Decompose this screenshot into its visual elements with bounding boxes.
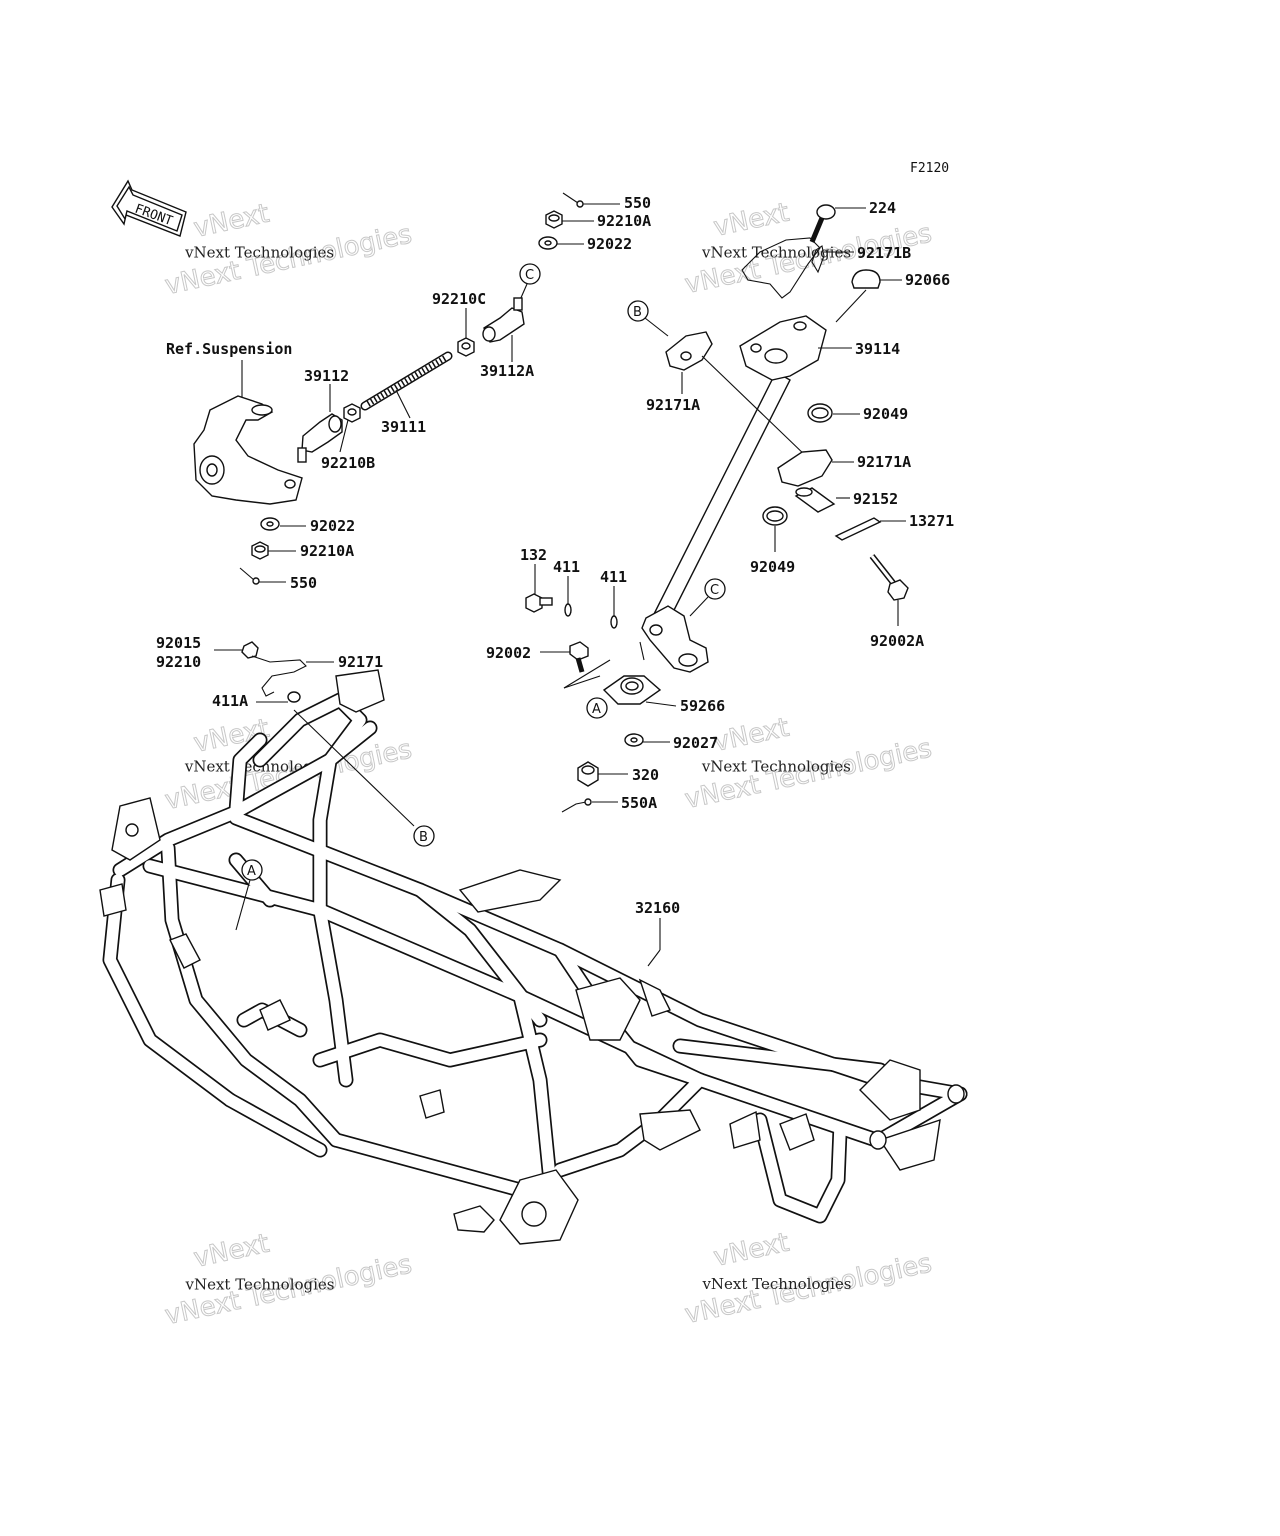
label-92022-top: 92022 [587, 235, 632, 253]
label-92002: 92002 [486, 644, 531, 662]
marker-a-frame: A [235, 859, 263, 931]
label-92210a-top: 92210A [597, 212, 651, 230]
label-92002a: 92002A [870, 632, 924, 650]
washer-92022-top [538, 236, 584, 250]
svg-text:vNext: vNext [191, 1229, 272, 1274]
cable-92171 [251, 655, 334, 697]
watermark-bottom-right: vNext vNext Technologies vNext Technolog… [682, 1227, 935, 1330]
label-92210b: 92210B [321, 454, 375, 472]
label-320: 320 [632, 766, 659, 784]
clip-92171b [811, 245, 854, 274]
svg-text:C: C [525, 268, 534, 283]
label-92210: 92210 [156, 653, 201, 671]
svg-text:B: B [633, 305, 642, 320]
steering-shaft-39114 [639, 237, 827, 673]
nut-92210a-top [545, 210, 594, 229]
label-92049-upper: 92049 [863, 405, 908, 423]
svg-text:vNext Technologies: vNext Technologies [184, 244, 334, 262]
nut-92210a-bottom [251, 541, 296, 560]
nut-92210c [457, 308, 475, 357]
label-92171: 92171 [338, 653, 383, 671]
label-92066: 92066 [905, 271, 950, 289]
svg-text:vNext: vNext [191, 199, 272, 244]
clamp-92171a-lower [777, 449, 854, 487]
washer-92022-bottom [260, 517, 306, 531]
label-550-bottom: 550 [290, 574, 317, 592]
bolt-224 [809, 204, 866, 243]
label-550a: 550A [621, 794, 657, 812]
label-92152: 92152 [853, 490, 898, 508]
marker-c-tierod: C [519, 263, 541, 301]
main-frame-32160 [99, 669, 968, 1245]
label-92027: 92027 [673, 734, 718, 752]
label-39112a: 39112A [480, 362, 534, 380]
label-32160: 32160 [635, 899, 680, 917]
label-132: 132 [520, 546, 547, 564]
label-39114: 39114 [855, 340, 900, 358]
svg-text:A: A [592, 702, 601, 717]
cotter-pin-550a [561, 798, 618, 813]
bolt-132 [525, 593, 553, 613]
label-92171b: 92171B [857, 244, 911, 262]
nut-320 [577, 761, 628, 787]
tie-rod-39111 [360, 351, 453, 419]
tie-rod-end-39112 [297, 384, 343, 463]
label-224: 224 [869, 199, 896, 217]
collar-92152 [794, 487, 850, 513]
label-ref-suspension: Ref.Suspension [166, 340, 292, 358]
plate-13271 [834, 517, 906, 541]
cotter-pin-550-top [562, 192, 620, 208]
washer-411a [287, 691, 301, 703]
svg-text:vNext Technologies: vNext Technologies [701, 1275, 851, 1293]
washer-92027 [624, 733, 670, 747]
label-92022-bottom: 92022 [310, 517, 355, 535]
label-411-left: 411 [553, 558, 580, 576]
tie-rod-end-39112a [482, 297, 525, 362]
watermark-top-left: vNext vNext Technologies vNext Technolog… [162, 198, 415, 301]
marker-c-lower: C [689, 578, 726, 617]
suspension-knuckle [193, 395, 303, 505]
label-13271: 13271 [909, 512, 954, 530]
marker-a-bearing: A [586, 697, 608, 719]
bushing-92049-upper [807, 403, 860, 423]
cap-92066 [835, 269, 902, 323]
label-39111: 39111 [381, 418, 426, 436]
nut-92210b [339, 403, 361, 453]
label-411a: 411A [212, 692, 248, 710]
front-arrow-icon: FRONT [111, 179, 187, 237]
label-92015: 92015 [156, 634, 201, 652]
label-92210a-bottom: 92210A [300, 542, 354, 560]
label-550-top: 550 [624, 194, 651, 212]
bushing-92049-lower [762, 506, 788, 552]
washer-411-left [564, 603, 572, 617]
marker-b-upper: B [627, 300, 669, 337]
clamp-92171a-upper [665, 331, 809, 459]
svg-text:vNext: vNext [711, 713, 792, 758]
cotter-pin-550-bottom [239, 567, 286, 585]
figure-code: F2120 [910, 161, 949, 176]
svg-text:vNext Technologies: vNext Technologies [184, 1276, 334, 1294]
watermark-mid-left: vNext vNext Technologies vNext Technolog… [162, 713, 415, 816]
bolt-92002 [569, 641, 589, 673]
svg-text:B: B [419, 830, 428, 845]
label-411-right: 411 [600, 568, 627, 586]
svg-text:vNext Technologies: vNext Technologies [701, 757, 851, 775]
svg-text:vNext: vNext [711, 198, 792, 243]
svg-text:C: C [710, 583, 719, 598]
bearing-59266 [602, 675, 677, 707]
label-92171a-upper: 92171A [646, 396, 700, 414]
label-92049-lower: 92049 [750, 558, 795, 576]
label-92171a-lower: 92171A [857, 453, 911, 471]
label-39112: 39112 [304, 367, 349, 385]
label-92210c: 92210C [432, 290, 486, 308]
bolt-92015 [241, 641, 259, 659]
svg-text:A: A [247, 864, 256, 879]
svg-text:vNext: vNext [711, 1228, 792, 1273]
marker-b-frame: B [293, 709, 435, 847]
washer-411-right [610, 615, 618, 629]
label-59266: 59266 [680, 697, 725, 715]
watermark-bottom-left: vNext vNext Technologies vNext Technolog… [162, 1228, 415, 1331]
bolt-92002a [869, 554, 909, 626]
